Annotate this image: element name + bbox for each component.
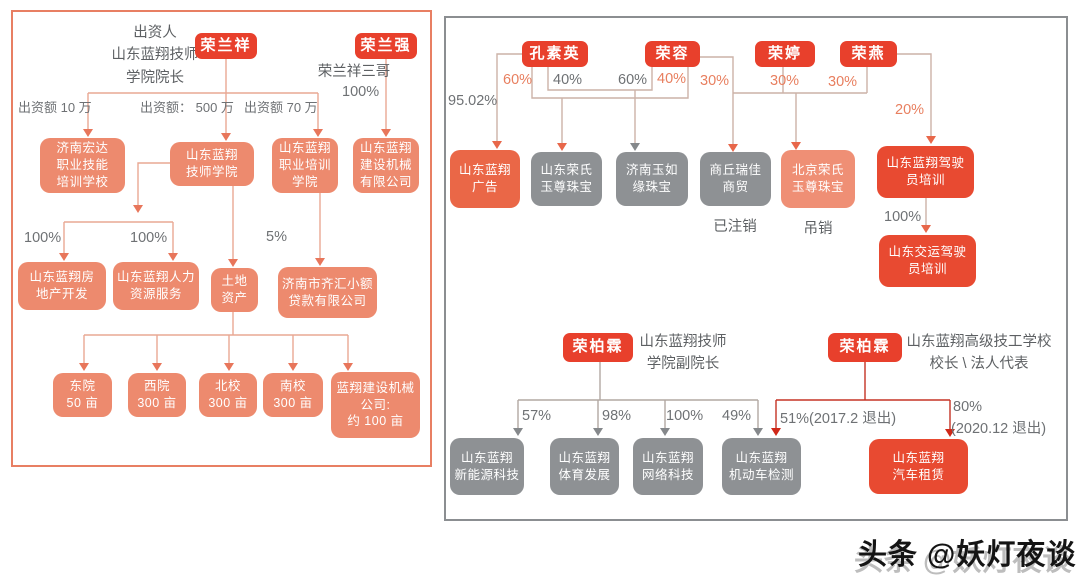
right-orange-arrowheads: [492, 136, 936, 233]
company-lanxiang-jianshe-jixie: 山东蓝翔 建设机械 有限公司: [353, 138, 419, 193]
company-jinan-hongda: 济南宏达 职业技能 培训学校: [40, 138, 125, 193]
node-tudi-zichan: 土地 资产: [211, 268, 258, 312]
edge-label-60-orange: 60%: [503, 72, 533, 88]
person-rong-ting: 荣婷: [755, 41, 815, 67]
land-dongyuan: 东院 50 亩: [53, 373, 112, 417]
edge-label-30-b: 30%: [770, 73, 800, 89]
company-lanxiang-fangdichan: 山东蓝翔房 地产开发: [18, 262, 106, 310]
edge-label-80: 80%: [953, 399, 983, 415]
company-lanxiang-jidongche: 山东蓝翔 机动车检测: [722, 438, 801, 495]
company-lanxiang-xinnengyuan: 山东蓝翔 新能源科技: [450, 438, 524, 495]
edge-label-100-driver: 100%: [884, 209, 922, 225]
company-lanxiang-jishi-xueyuan: 山东蓝翔 技师学院: [170, 142, 254, 186]
land-jianshe-jixie: 蓝翔建设机械 公司: 约 100 亩: [331, 372, 420, 438]
company-lanxiang-zhiye-peixun: 山东蓝翔 职业培训 学院: [272, 138, 338, 193]
company-lanxiang-tiyu: 山东蓝翔 体育发展: [550, 438, 619, 495]
edge-label-100-fangdichan: 100%: [24, 230, 62, 246]
edge-label-100-renli: 100%: [130, 230, 168, 246]
status-diaoxiao: 吊销: [803, 221, 833, 237]
edge-label-9502: 95.02%: [448, 93, 498, 109]
edge-label-60-gray: 60%: [618, 72, 648, 88]
company-jinan-qihui-loan: 济南市齐汇小额 贷款有限公司: [278, 267, 377, 318]
land-beixiao: 北校 300 亩: [199, 373, 257, 417]
company-lanxiang-wangluo: 山东蓝翔 网络科技: [633, 438, 703, 495]
land-nanxiao: 南校 300 亩: [263, 373, 323, 417]
company-lanxiang-jiashiyuan: 山东蓝翔驾驶 员培训: [877, 146, 974, 198]
edge-label-49: 49%: [722, 408, 752, 424]
edge-label-30-a: 30%: [700, 73, 730, 89]
edge-label-contrib-10w: 出资额 10 万: [18, 100, 92, 115]
edge-label-98: 98%: [602, 408, 632, 424]
left-arrowheads: [59, 129, 391, 371]
edge-label-40-gray: 40%: [553, 72, 583, 88]
edge-label-51-exit: 51%(2017.2 退出): [780, 411, 897, 427]
company-lanxiang-renli: 山东蓝翔人力 资源服务: [113, 262, 199, 310]
person-rong-lanxiang: 荣兰祥: [195, 33, 257, 59]
company-shangqiu-ruijia: 商丘瑞佳 商贸: [700, 152, 771, 206]
right-gray-arrowheads: [513, 143, 763, 436]
status-yizhuxiao: 已注销: [713, 219, 757, 235]
edge-label-contrib-70w: 出资额 70 万: [244, 100, 318, 115]
edge-label-57: 57%: [522, 408, 552, 424]
edge-label-5-qihui: 5%: [266, 229, 287, 245]
edge-label-30-c: 30%: [828, 74, 858, 90]
person-kong-suying: 孔素英: [522, 41, 588, 67]
edge-label-100-wangluo: 100%: [666, 408, 704, 424]
person-rong-yan: 荣燕: [840, 41, 897, 67]
rong-lanqiang-note: 荣兰祥三哥: [317, 64, 391, 80]
watermark-toutiao: 头条 @妖灯夜谈: [858, 539, 1077, 571]
person-rong-lanqiang: 荣兰强: [355, 33, 417, 59]
company-beijing-rongshi-zhubao: 北京荣氏 玉尊珠宝: [781, 150, 855, 208]
person-rong-bolin-2: 荣柏霖: [828, 333, 902, 362]
edge-label-40-orange: 40%: [657, 71, 687, 87]
company-lanxiang-guanggao: 山东蓝翔 广告: [450, 150, 520, 208]
person-rong-rong: 荣容: [645, 41, 700, 67]
rong-bolin-1-note: 山东蓝翔技师 学院副院长: [639, 334, 727, 373]
edge-label-100-jianshe: 100%: [342, 84, 380, 100]
rong-bolin-2-note: 山东蓝翔高级技工学校 校长 \ 法人代表: [906, 334, 1052, 373]
person-rong-bolin-1: 荣柏霖: [563, 333, 633, 362]
right-red-arrowheads: [771, 428, 955, 437]
company-lanxiang-qiche-zulin: 山东蓝翔 汽车租赁: [869, 439, 968, 494]
edge-label-20: 20%: [895, 102, 925, 118]
company-jinan-yuruyuan-zhubao: 济南玉如 缘珠宝: [616, 152, 688, 206]
edge-label-80-exit: (2020.12 退出): [951, 421, 1047, 437]
investor-note: 出资人 山东蓝翔技师 学院院长: [111, 25, 199, 86]
company-jiaoyun-jiashiyuan: 山东交运驾驶 员培训: [879, 235, 976, 287]
land-xiyuan: 西院 300 亩: [128, 373, 186, 417]
company-rongshi-yuzun-zhubao: 山东荣氏 玉尊珠宝: [531, 152, 602, 206]
edge-label-contrib-500w: 出资额： 500 万: [140, 100, 234, 115]
